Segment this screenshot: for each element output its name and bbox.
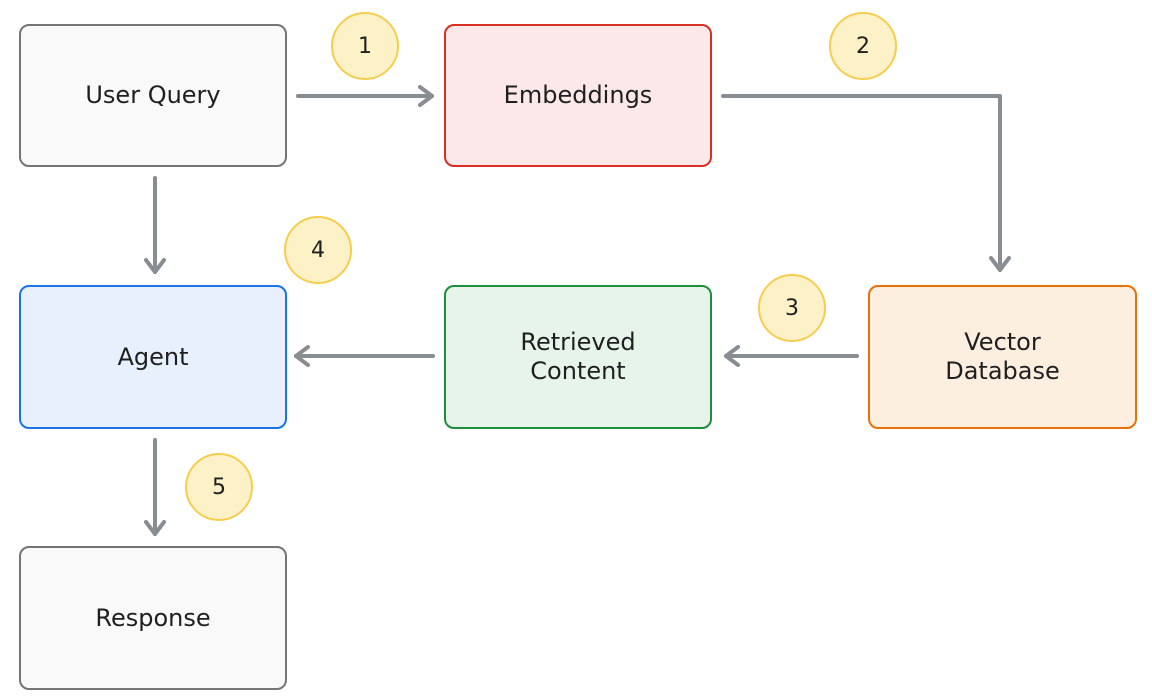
node-agent: Agent — [19, 285, 287, 429]
arrow-embeddings-to-vector-database — [721, 94, 1011, 272]
arrow-query-to-agent — [144, 176, 166, 274]
step-badge-3: 3 — [758, 274, 826, 342]
node-user-query: User Query — [19, 24, 287, 167]
node-label: Embeddings — [503, 81, 653, 109]
node-label: Vector Database — [945, 328, 1060, 385]
step-number: 3 — [785, 295, 799, 321]
arrow-agent-to-response — [144, 438, 166, 536]
step-number: 4 — [311, 237, 325, 263]
node-label: Retrieved Content — [520, 328, 636, 385]
step-badge-5: 5 — [185, 453, 253, 521]
arrow-query-to-embeddings — [296, 85, 434, 107]
node-label: User Query — [85, 81, 221, 109]
arrow-retrieved-content-to-agent — [294, 345, 435, 367]
arrow-vector-database-to-retrieved-content — [724, 345, 859, 367]
node-response: Response — [19, 546, 287, 690]
step-number: 1 — [358, 33, 372, 59]
step-badge-2: 2 — [829, 12, 897, 80]
node-label: Agent — [117, 342, 189, 371]
node-label: Response — [95, 603, 211, 632]
node-embeddings: Embeddings — [444, 24, 712, 167]
step-number: 2 — [856, 33, 870, 59]
step-badge-4: 4 — [284, 216, 352, 284]
node-retrieved-content: Retrieved Content — [444, 285, 712, 429]
step-badge-1: 1 — [331, 12, 399, 80]
node-vector-database: Vector Database — [868, 285, 1137, 429]
step-number: 5 — [212, 474, 226, 500]
